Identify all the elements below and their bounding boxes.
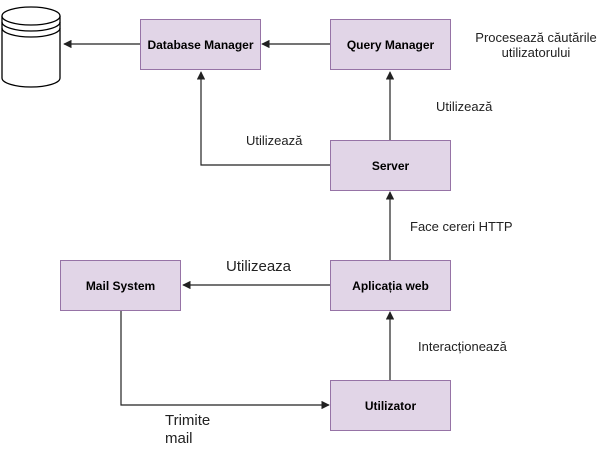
query-manager-note: Procesează căutările utilizatorului xyxy=(466,30,606,60)
label-mail-to-user-line1: Trimite xyxy=(165,412,211,429)
node-server[interactable]: Server xyxy=(330,140,451,191)
node-query-manager[interactable]: Query Manager xyxy=(330,19,451,70)
node-mail-system-label: Mail System xyxy=(85,278,156,293)
node-database-manager[interactable]: Database Manager xyxy=(140,19,261,70)
database-cylinder-icon xyxy=(1,6,61,88)
node-user[interactable]: Utilizator xyxy=(330,380,451,431)
node-web-app-label: Aplicația web xyxy=(352,278,429,293)
node-web-app[interactable]: Aplicația web xyxy=(330,260,451,311)
label-server-to-query: Utilizează xyxy=(436,99,493,114)
label-server-to-db: Utilizează xyxy=(246,133,303,148)
label-web-to-mail: Utilizeaza xyxy=(226,258,292,275)
query-manager-note-line1: Procesează căutările xyxy=(475,30,597,45)
label-web-to-server: Face cereri HTTP xyxy=(410,219,513,234)
node-query-manager-label: Query Manager xyxy=(346,37,435,52)
node-database-manager-label: Database Manager xyxy=(147,37,254,52)
label-mail-to-user: Trimite mail xyxy=(165,412,210,448)
label-user-to-web: Interacționează xyxy=(418,339,507,354)
node-mail-system[interactable]: Mail System xyxy=(60,260,181,311)
edge-server-to-db xyxy=(196,71,330,166)
edge-mail-to-user xyxy=(120,311,330,410)
node-user-label: Utilizator xyxy=(364,398,417,413)
label-mail-to-user-line2: mail xyxy=(165,430,193,447)
query-manager-note-line2: utilizatorului xyxy=(501,45,571,60)
node-server-label: Server xyxy=(371,158,410,173)
